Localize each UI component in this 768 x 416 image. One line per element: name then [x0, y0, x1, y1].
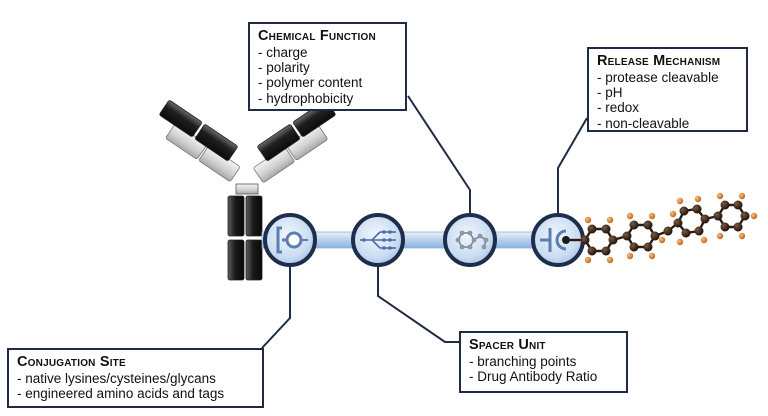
connector-release	[557, 117, 588, 214]
connector-lines	[261, 95, 588, 349]
release-mechanism-item: - redox	[597, 100, 640, 116]
chemical-function-callout: Chemical Function - charge - polarity - …	[248, 22, 407, 111]
spacer-unit-item: - branching points	[469, 354, 577, 369]
conjugation-site-callout: Conjugation Site - native lysines/cystei…	[7, 348, 264, 408]
connector-conj	[261, 264, 291, 349]
release-mechanism-item: - pH	[597, 85, 623, 101]
conjugation-site-item: - native lysines/cysteines/glycans	[17, 371, 216, 386]
conjugation-site-title: Conjugation Site	[17, 354, 126, 370]
connector-chemical	[407, 95, 471, 214]
chemical-function-item: - hydrophobicity	[258, 90, 354, 106]
conjugation-node-icon	[263, 213, 317, 267]
release-mechanism-callout: Release Mechanism - protease cleavable -…	[587, 47, 748, 132]
drug-molecule-icon	[570, 192, 758, 264]
chemical-function-title: Chemical Function	[258, 28, 376, 44]
chemical-function-item: - polymer content	[258, 75, 363, 91]
connector-spacer	[377, 266, 459, 343]
spacer-unit-title: Spacer Unit	[469, 337, 546, 353]
chemical-function-item: - charge	[258, 45, 308, 60]
release-mechanism-item: - protease cleavable	[597, 70, 719, 85]
spacer-unit-callout: Spacer Unit - branching points - Drug An…	[459, 331, 628, 393]
spacer-unit-item: - Drug Antibody Ratio	[469, 369, 598, 385]
release-mechanism-item: - non-cleavable	[597, 115, 690, 131]
cleavage-node-icon	[531, 213, 585, 267]
conjugation-site-item: - engineered amino acids and tags	[17, 386, 225, 402]
molecule-node-icon	[443, 213, 497, 267]
chemical-function-item: - polarity	[258, 60, 310, 76]
branching-spacer-icon	[351, 213, 405, 267]
antibody-icon	[159, 100, 336, 281]
release-mechanism-title: Release Mechanism	[597, 53, 721, 69]
